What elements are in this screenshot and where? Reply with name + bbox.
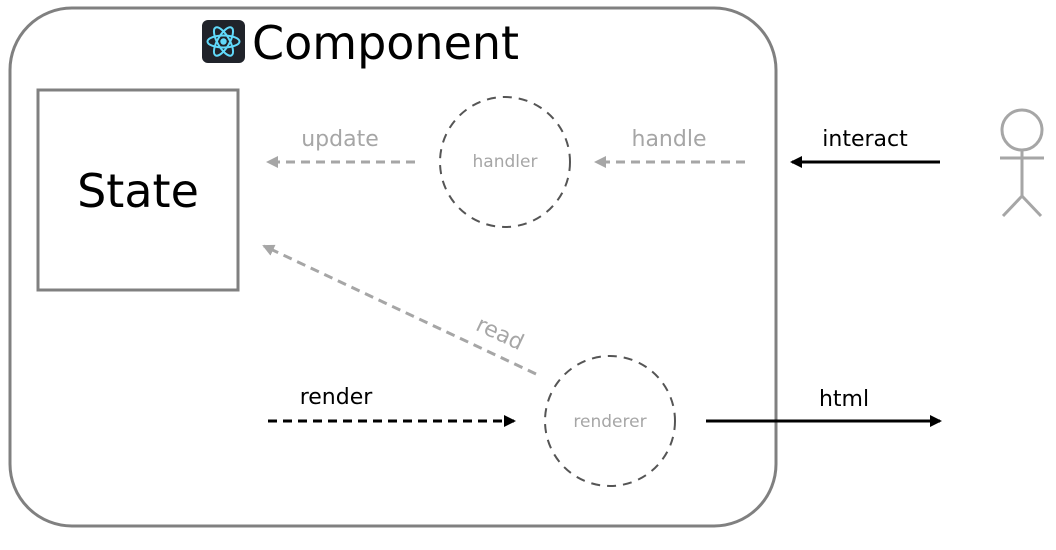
render-label: render: [300, 385, 374, 410]
update-label: update: [301, 127, 379, 152]
handler-label: handler: [473, 152, 538, 172]
interact-label: interact: [822, 127, 908, 152]
component-title: Component: [252, 16, 519, 70]
renderer-node: [544, 355, 676, 487]
react-atom-icon: [202, 20, 245, 63]
handler-node: [439, 96, 571, 228]
state-label: State: [77, 164, 199, 218]
read-arrow: [262, 244, 537, 376]
renderer-label: renderer: [573, 412, 646, 432]
html-label: html: [819, 387, 869, 412]
state-box: [36, 88, 240, 292]
handle-label: handle: [632, 127, 707, 152]
user-stick-figure-icon: [1000, 108, 1044, 218]
